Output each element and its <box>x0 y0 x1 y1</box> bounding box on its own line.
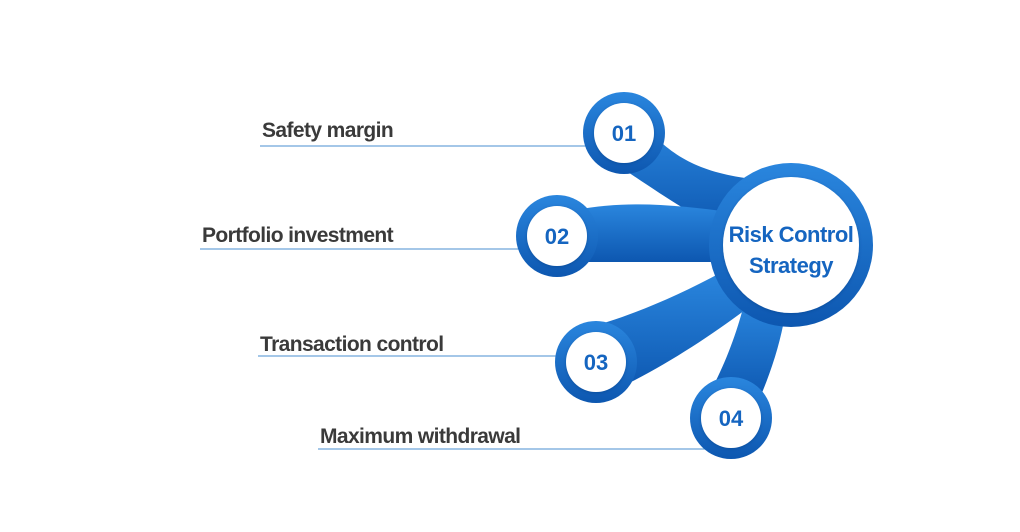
label-underlines <box>200 145 712 450</box>
item-label-01: Safety margin <box>262 119 393 142</box>
hub-title-line-1: Risk Control <box>729 222 854 247</box>
node-number-02: 02 <box>545 224 569 249</box>
node-number-01: 01 <box>612 121 636 146</box>
node-discs <box>527 103 859 448</box>
node-disc-02 <box>527 206 587 266</box>
node-number-03: 03 <box>584 350 608 375</box>
connector-04 <box>710 300 785 402</box>
connector-02 <box>575 204 730 262</box>
hub-disc <box>723 177 859 313</box>
node-disc-03 <box>566 332 626 392</box>
item-label-04: Maximum withdrawal <box>320 425 520 448</box>
node-disc-01 <box>594 103 654 163</box>
node-number-04: 04 <box>719 406 744 431</box>
item-label-03: Transaction control <box>260 333 443 356</box>
node-disc-04 <box>701 388 761 448</box>
hub-title-line-2: Strategy <box>749 253 834 278</box>
item-label-02: Portfolio investment <box>202 224 394 247</box>
